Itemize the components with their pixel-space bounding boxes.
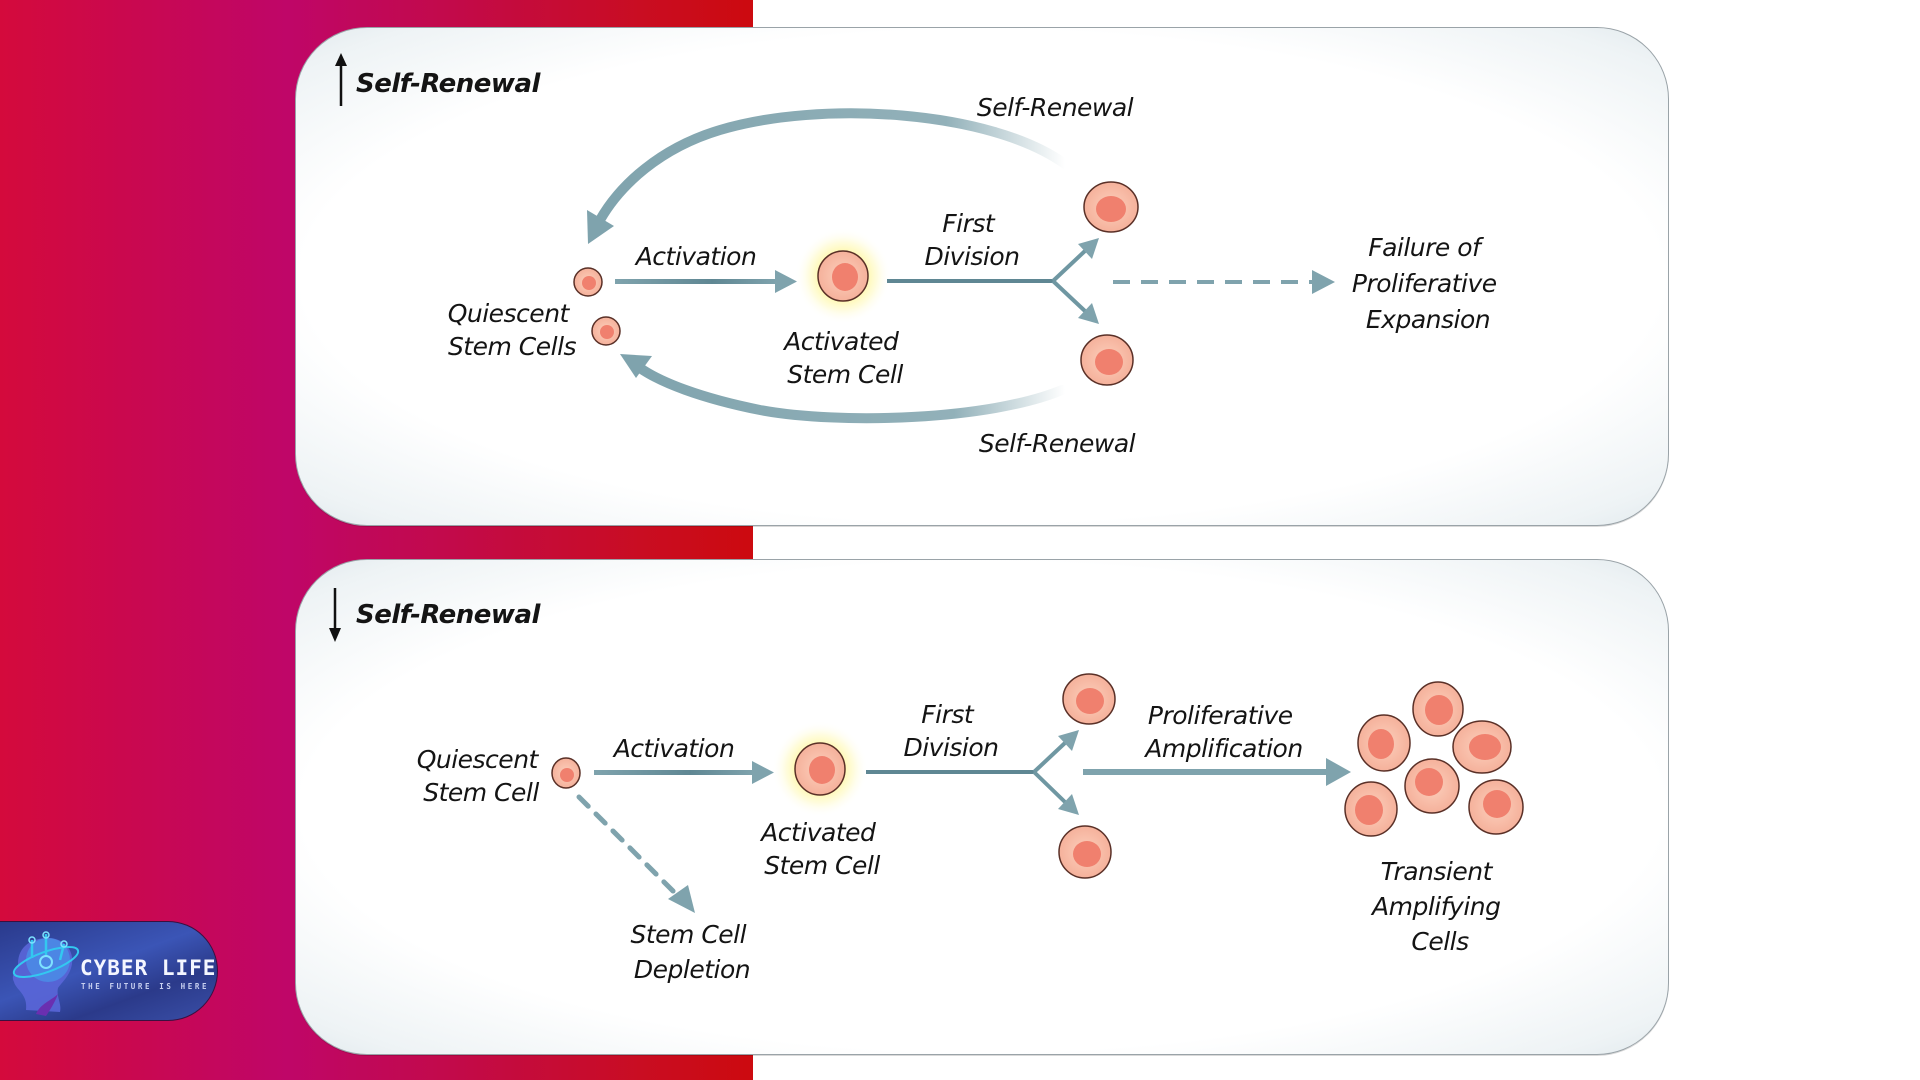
daughter-cell	[1062, 673, 1116, 725]
division-branch-down	[1051, 279, 1088, 314]
division-line	[887, 279, 1053, 283]
division-line	[866, 770, 1034, 774]
division-arrowhead-up	[1058, 730, 1079, 751]
transient-amplifying-label: Transient Amplifying Cells	[1370, 857, 1508, 956]
activated-stem-cell	[794, 742, 846, 796]
failure-arrowhead	[1312, 270, 1335, 294]
top-header-label: Self-Renewal	[356, 69, 541, 99]
lower-loop-label: Self-Renewal	[979, 429, 1136, 458]
ta-cell	[1468, 779, 1524, 835]
upper-self-renewal-arrowhead	[587, 210, 614, 244]
activation-arrowhead	[775, 270, 797, 293]
depletion-dashed-arrow	[576, 794, 679, 897]
quiescent-label: Quiescent Stem Cell	[417, 745, 546, 807]
ta-cell	[1452, 720, 1512, 774]
daughter-cell	[1080, 334, 1134, 386]
quiescent-cell	[551, 757, 581, 789]
cyber-head-icon	[12, 931, 80, 1016]
ta-cell	[1404, 758, 1460, 814]
activation-arrowhead	[752, 761, 774, 784]
upper-loop-label: Self-Renewal	[977, 93, 1134, 122]
activation-arrow-shaft	[594, 770, 754, 775]
bottom-panel-header: Self-Renewal	[329, 588, 542, 642]
depletion-arrowhead	[668, 885, 695, 913]
activated-label: Activated Stem Cell	[782, 327, 906, 389]
division-label: First Division	[903, 700, 998, 762]
activated-stem-cell	[817, 250, 869, 302]
amplification-label: Proliferative Amplification	[1143, 701, 1302, 763]
ta-cell	[1357, 714, 1411, 772]
daughter-cell	[1058, 825, 1112, 879]
top-panel-header: Self-Renewal	[335, 53, 542, 106]
cyber-life-logo: CYBER LIFE THE FUTURE IS HERE	[0, 921, 218, 1021]
depletion-label: Stem Cell Depletion	[630, 920, 753, 984]
increased-self-renewal-panel	[295, 27, 1669, 526]
logo-subtitle: THE FUTURE IS HERE	[81, 982, 210, 991]
division-arrowhead-down	[1078, 303, 1099, 324]
logo-title: CYBER LIFE	[80, 956, 217, 980]
daughter-cell	[1083, 181, 1139, 233]
arrow-down-icon-head	[329, 628, 341, 642]
ta-cell	[1344, 781, 1398, 837]
division-arrowhead-down	[1058, 794, 1079, 815]
failure-outcome-label: Failure of Proliferative Expansion	[1352, 233, 1504, 334]
quiescent-label: Quiescent Stem Cells	[448, 299, 577, 361]
bottom-header-label: Self-Renewal	[356, 600, 541, 630]
activated-label: Activated Stem Cell	[759, 818, 883, 880]
transient-amplifying-cluster	[1344, 681, 1524, 837]
activation-arrow-shaft	[615, 279, 777, 284]
amplification-arrowhead	[1326, 758, 1351, 786]
division-branch-down	[1032, 770, 1068, 805]
division-label: First Division	[924, 209, 1019, 271]
division-branch-up	[1051, 248, 1088, 283]
ta-cell	[1412, 681, 1464, 737]
division-arrowhead-up	[1078, 238, 1099, 259]
amplification-arrow-shaft	[1083, 769, 1328, 775]
quiescent-cell	[591, 316, 621, 346]
lower-self-renewal-arc	[635, 363, 1067, 424]
quiescent-cell	[573, 267, 603, 297]
arrow-up-icon-head	[335, 53, 347, 66]
activation-label: Activation	[612, 734, 735, 763]
lower-self-renewal-arrowhead	[620, 354, 652, 378]
division-branch-up	[1032, 740, 1068, 774]
upper-self-renewal-arc	[595, 108, 1070, 225]
activation-label: Activation	[634, 242, 757, 271]
